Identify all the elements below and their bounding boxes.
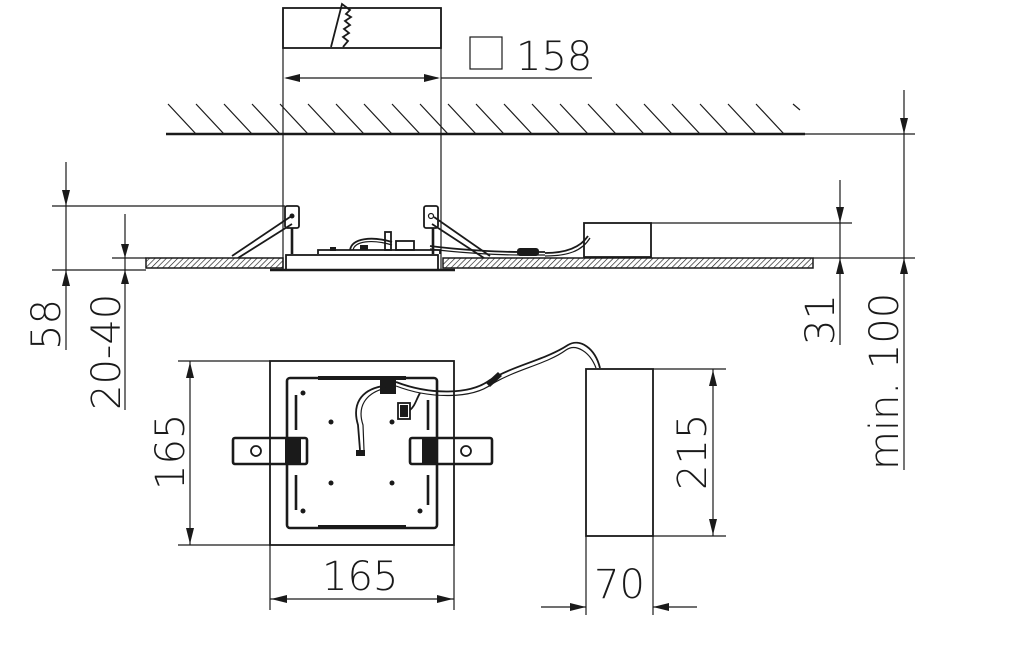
plan-clip-left (231, 436, 309, 466)
depth-dimension-label: 58 (24, 299, 70, 350)
top-plan-view: 165 165 215 70 (148, 341, 726, 615)
luminaire-height-label: 165 (148, 414, 194, 490)
square-symbol-icon (469, 36, 503, 70)
cutout-dimension: 158 (282, 8, 592, 270)
depth-dimension-58: 58 (24, 162, 285, 350)
min-clearance-label: min. 100 (862, 293, 908, 470)
ceiling-thickness-label: 20-40 (84, 294, 130, 410)
driver-width-label: 70 (594, 562, 645, 608)
driver-length-label: 215 (670, 414, 716, 490)
driver-height-dimension: 31 (651, 180, 915, 345)
driver-width-dimension: 70 (541, 536, 697, 615)
plan-clip-right (408, 436, 494, 466)
luminaire-width-dimension: 165 (269, 545, 455, 610)
min-clearance-dimension: min. 100 (805, 90, 915, 470)
driver-height-label: 31 (798, 294, 844, 345)
ceiling-thickness-dimension: 20-40 (84, 214, 146, 410)
luminaire-frame (269, 360, 455, 546)
luminaire-housing-section (270, 228, 455, 272)
cutout-box (282, 2, 442, 49)
side-section-view: 158 (24, 2, 915, 470)
spring-clip-right (423, 205, 491, 259)
driver-box-section (583, 222, 652, 258)
plan-cable (395, 341, 601, 397)
ceiling-board (145, 257, 814, 269)
ceiling-slab (166, 103, 805, 136)
cable-section (429, 235, 591, 257)
mounting-plate (285, 376, 439, 530)
luminaire-width-label: 165 (322, 554, 398, 600)
luminaire-height-dimension: 165 (148, 360, 270, 546)
cutout-dimension-label: 158 (516, 34, 592, 80)
driver-length-dimension: 215 (653, 368, 726, 537)
driver-box-plan (585, 368, 654, 537)
spring-clip-left (231, 205, 300, 259)
